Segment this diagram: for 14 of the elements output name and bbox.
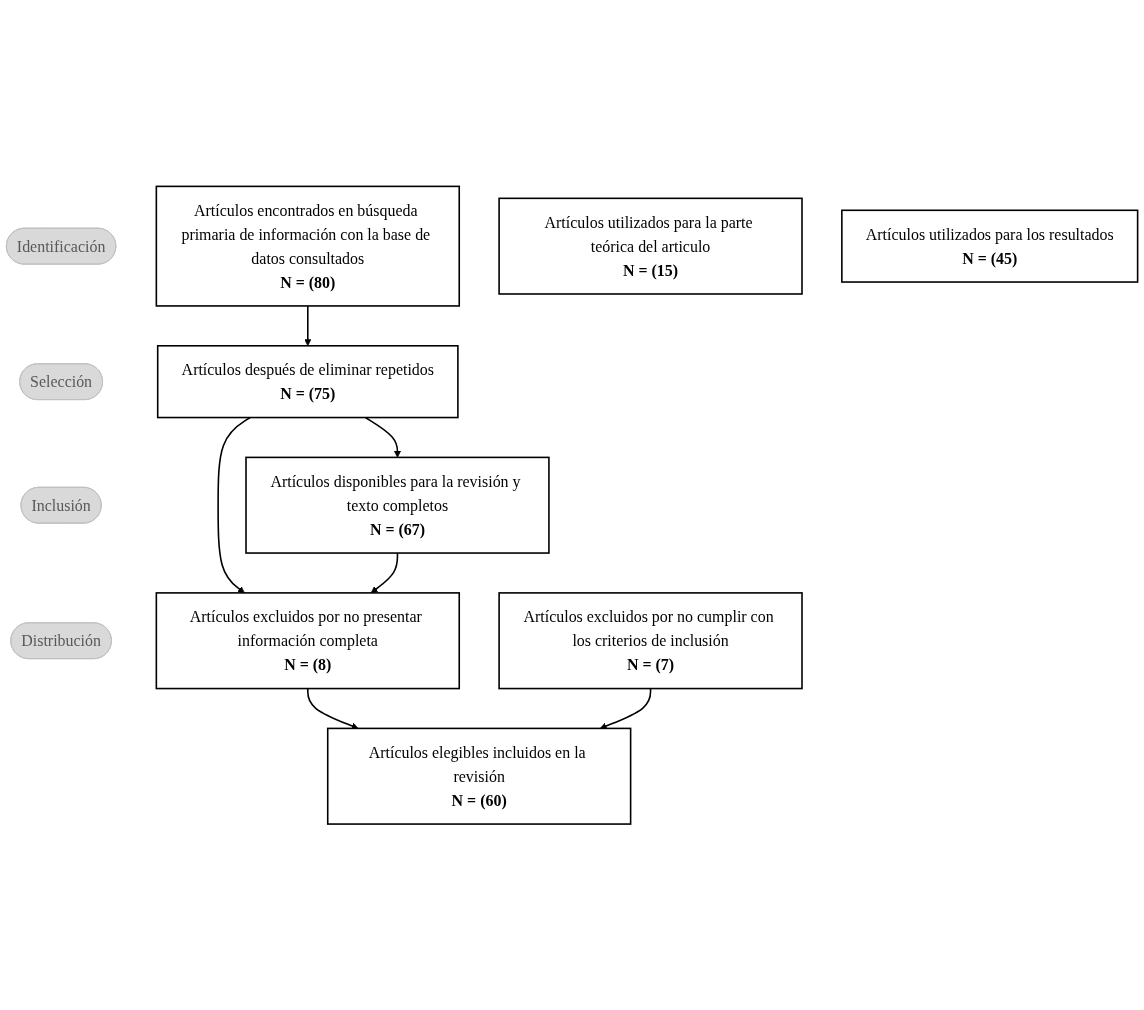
arrow xyxy=(307,687,359,730)
node-box: Artículos utilizados para la parte teórica del articulo N = (15) xyxy=(498,197,803,295)
node-box: Artículos excluidos por no cumplir con los criterios de inclusión N = (7) xyxy=(498,591,803,690)
node-box: Artículos utilizados para los resultados N = (45) xyxy=(841,209,1139,283)
node-box: Artículos excluidos por no presentar información completa N = (8) xyxy=(155,591,461,690)
arrow xyxy=(370,552,399,593)
node-box: Artículos disponibles para la revisión y texto completos N = (67) xyxy=(245,456,550,554)
node-box: Artículos elegibles incluidos en la revisión N = (60) xyxy=(326,727,632,825)
arrow xyxy=(304,304,312,346)
arrow xyxy=(364,416,401,458)
node-box: Artículos encontrados en búsqueda primaria de información con la base de datos consultados N = (80) xyxy=(155,185,461,307)
node-box: Artículos después de eliminar repetidos N = (75) xyxy=(156,344,459,419)
arrow xyxy=(217,416,251,593)
arrow xyxy=(599,687,652,730)
